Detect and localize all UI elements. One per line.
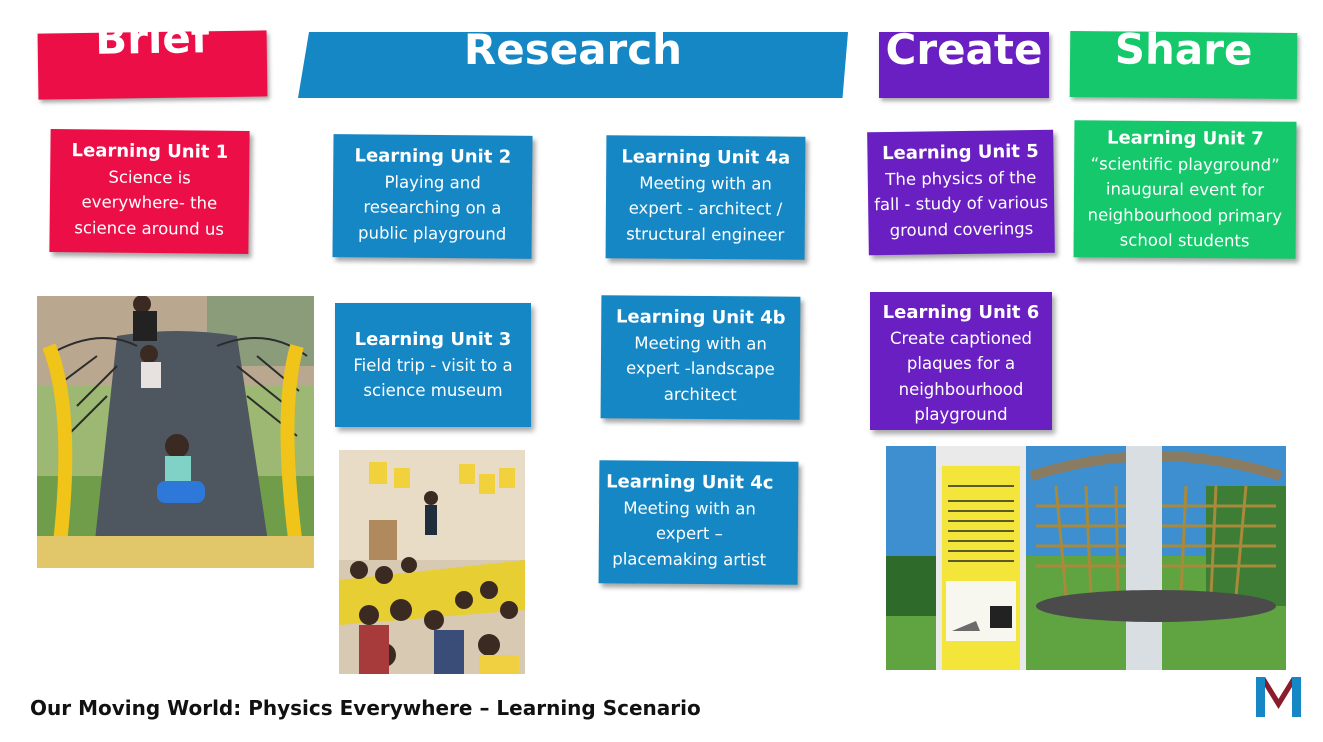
phase-share-label: Share [1070,28,1297,72]
unit-line: researching on a [333,194,532,221]
captioned-plaque-image [886,446,1286,670]
unit-title: Learning Unit 4a [606,144,805,171]
science-museum-photo [339,450,525,674]
unit-line: placemaking artist [599,546,780,573]
m-logo-icon [1256,677,1301,717]
learning-unit-6-card: Learning Unit 6 Create captioned plaques… [870,292,1052,430]
unit-line: Playing and [333,169,532,196]
phase-brief-label: Brief [37,16,267,61]
unit-title: Learning Unit 5 [867,139,1053,167]
learning-unit-1-card: Learning Unit 1 Science is everywhere- t… [49,129,249,254]
footer-title: Our Moving World: Physics Everywhere – L… [30,696,701,720]
unit-line: fall - study of various [868,190,1054,218]
unit-title: Learning Unit 6 [870,300,1052,326]
unit-line: Meeting with an [599,495,780,522]
unit-line: playground [870,402,1052,428]
playground-slide-image [37,296,314,568]
learning-unit-4b-card: Learning Unit 4b Meeting with an expert … [601,295,801,419]
learning-unit-5-card: Learning Unit 5 The physics of the fall … [867,130,1055,256]
unit-line: Field trip - visit to a [335,353,531,379]
phase-share: Share [1070,31,1298,99]
unit-line: plaques for a [870,351,1052,377]
unit-line: neighbourhood [870,377,1052,403]
captioned-plaque-photo [886,446,1286,670]
phase-create: Create [879,32,1049,98]
unit-title: Learning Unit 2 [333,143,532,170]
unit-line: public playground [333,220,532,247]
unit-line: neighbourhood primary [1074,202,1296,229]
learning-unit-3-card: Learning Unit 3 Field trip - visit to a … [335,303,531,427]
unit-title: Learning Unit 1 [50,138,249,166]
unit-line: science museum [335,378,531,404]
unit-line: expert – [599,520,780,547]
unit-line: Create captioned [870,326,1052,352]
phase-brief: Brief [38,30,268,99]
unit-line: Meeting with an [606,170,805,197]
unit-title: Learning Unit 7 [1074,125,1296,152]
unit-line: expert -landscape [601,355,800,382]
unit-line: ground coverings [868,215,1054,243]
unit-line: “scientific playground” [1074,151,1296,178]
unit-line: Meeting with an [601,330,800,357]
unit-line: expert - architect / [606,195,805,222]
unit-line: inaugural event for [1074,176,1296,203]
phase-create-label: Create [879,29,1049,71]
unit-line: Science is [50,163,249,191]
unit-title: Learning Unit 4b [601,304,800,331]
unit-title: Learning Unit 4c [599,469,780,496]
unit-line: The physics of the [868,164,1054,192]
science-museum-image [339,450,525,674]
unit-line: structural engineer [606,221,805,248]
learning-unit-2-card: Learning Unit 2 Playing and researching … [332,134,532,259]
unit-title: Learning Unit 3 [335,327,531,353]
phase-research: Research [298,32,848,98]
learning-unit-7-card: Learning Unit 7 “scientific playground” … [1074,120,1297,259]
unit-line: architect [601,381,800,408]
learning-unit-4a-card: Learning Unit 4a Meeting with an expert … [606,135,806,259]
phase-research-label: Research [298,29,848,71]
learning-unit-4c-card: Learning Unit 4c Meeting with an expert … [599,460,799,584]
unit-line: school students [1074,227,1296,254]
playground-slide-photo [37,296,314,568]
unit-line: science around us [49,214,248,242]
unit-line: everywhere- the [50,189,249,217]
